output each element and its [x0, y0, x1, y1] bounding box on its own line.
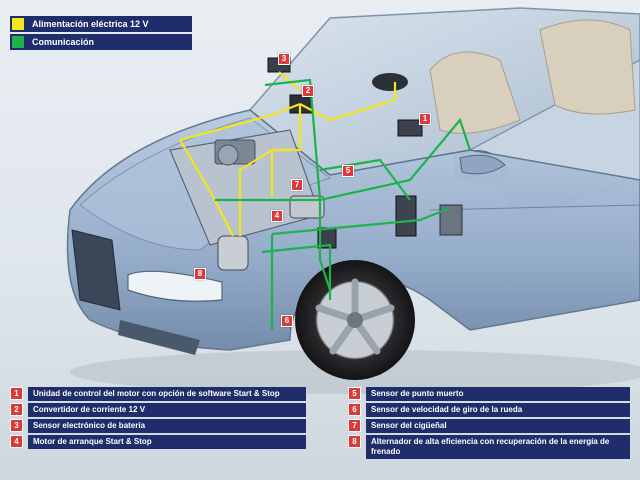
- marker-3: 3: [278, 53, 290, 65]
- legend: Alimentación eléctrica 12 V Comunicación: [10, 16, 192, 52]
- list-item: 6 Sensor de velocidad de giro de la rued…: [348, 403, 630, 417]
- item-label: Motor de arranque Start & Stop: [28, 435, 306, 449]
- item-label: Convertidor de corriente 12 V: [28, 403, 306, 417]
- list-item: 3 Sensor electrónico de batería: [10, 419, 306, 433]
- list-item: 7 Sensor del cigüeñal: [348, 419, 630, 433]
- gear-sensor-shape: [395, 195, 417, 237]
- item-number: 5: [348, 387, 361, 400]
- marker-5: 5: [342, 165, 354, 177]
- marker-2: 2: [302, 85, 314, 97]
- side-mirror: [459, 154, 506, 175]
- module-shape: [372, 73, 408, 91]
- item-number: 7: [348, 419, 361, 432]
- rear-seat: [539, 19, 636, 115]
- starter-shape: [289, 195, 325, 219]
- marker-8: 8: [194, 268, 206, 280]
- item-number: 8: [348, 435, 361, 448]
- list-item: 5 Sensor de punto muerto: [348, 387, 630, 401]
- list-item: 1 Unidad de control del motor con opción…: [10, 387, 306, 401]
- marker-1: 1: [419, 113, 431, 125]
- marker-4: 4: [271, 210, 283, 222]
- bumper-vent: [118, 320, 200, 355]
- legend-swatch-power: [12, 18, 24, 30]
- item-number: 3: [10, 419, 23, 432]
- component-list-left: 1 Unidad de control del motor con opción…: [10, 387, 306, 451]
- comm-lines: [215, 78, 472, 330]
- item-label: Sensor de punto muerto: [366, 387, 630, 401]
- front-grille: [71, 229, 121, 311]
- legend-comm: Comunicación: [10, 34, 192, 50]
- legend-label-power: Alimentación eléctrica 12 V: [32, 19, 149, 29]
- list-item: 2 Convertidor de corriente 12 V: [10, 403, 306, 417]
- marker-7: 7: [291, 179, 303, 191]
- item-label: Unidad de control del motor con opción d…: [28, 387, 306, 401]
- list-item: 4 Motor de arranque Start & Stop: [10, 435, 306, 449]
- legend-label-comm: Comunicación: [32, 37, 95, 47]
- item-label: Sensor del cigüeñal: [366, 419, 630, 433]
- front-seat: [429, 51, 521, 134]
- item-label: Sensor electrónico de batería: [28, 419, 306, 433]
- item-label: Alternador de alta eficiencia con recupe…: [366, 435, 630, 459]
- alternator-shape: [217, 235, 249, 271]
- item-label: Sensor de velocidad de giro de la rueda: [366, 403, 630, 417]
- legend-power: Alimentación eléctrica 12 V: [10, 16, 192, 32]
- item-number: 2: [10, 403, 23, 416]
- door-line: [429, 204, 640, 211]
- component-list-right: 5 Sensor de punto muerto 6 Sensor de vel…: [348, 387, 630, 461]
- item-number: 4: [10, 435, 23, 448]
- item-number: 6: [348, 403, 361, 416]
- ecu-shape: [397, 119, 423, 137]
- marker-6: 6: [281, 315, 293, 327]
- list-item: 8 Alternador de alta eficiencia con recu…: [348, 435, 630, 459]
- legend-swatch-comm: [12, 36, 24, 48]
- item-number: 1: [10, 387, 23, 400]
- engine-cap: [217, 144, 239, 166]
- wheel-hub: [347, 312, 363, 328]
- rear-unit-shape: [439, 204, 463, 236]
